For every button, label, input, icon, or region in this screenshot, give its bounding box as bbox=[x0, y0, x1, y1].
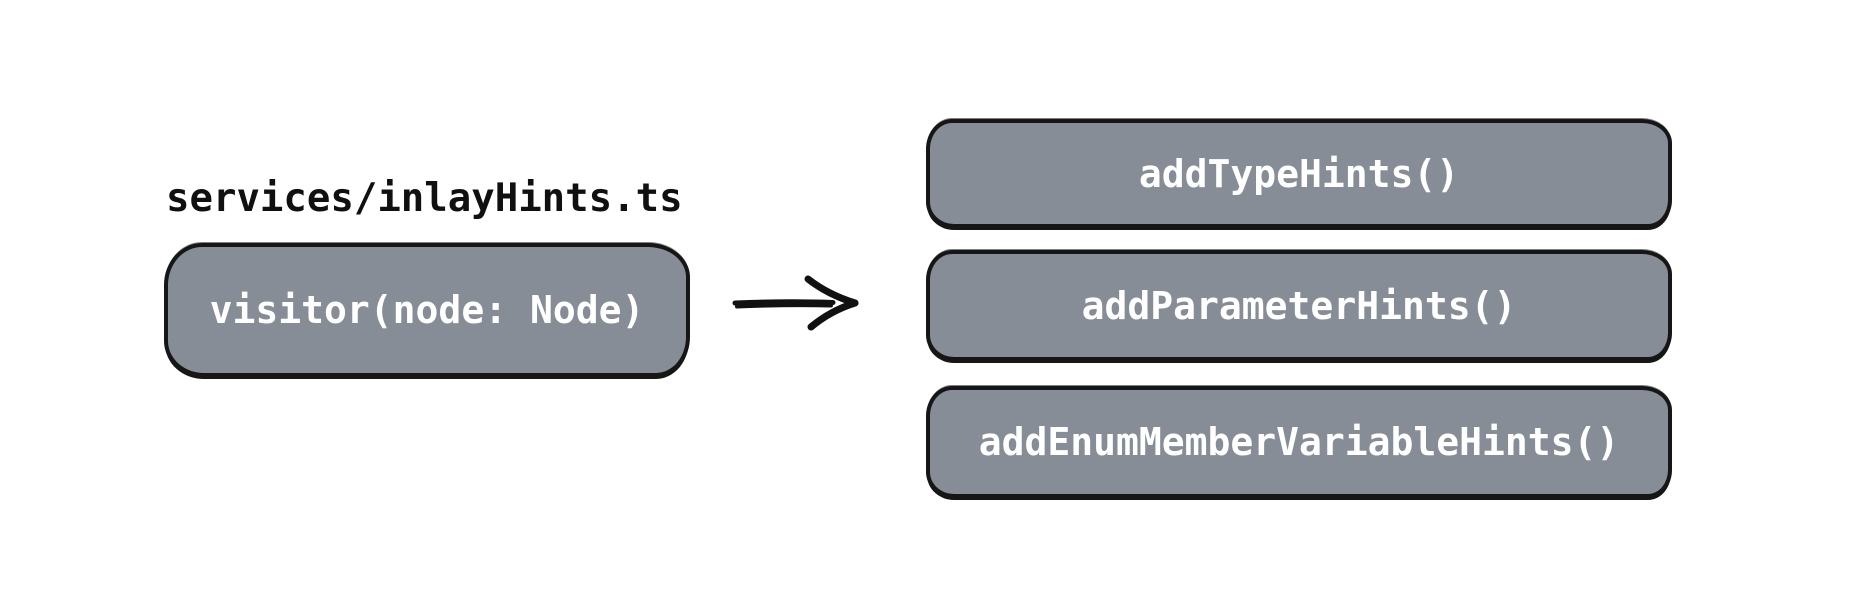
source-node-label: visitor(node: Node) bbox=[209, 288, 645, 332]
target-node-add-type-hints: addTypeHints() bbox=[926, 119, 1672, 228]
target-node-label: addParameterHints() bbox=[1081, 283, 1517, 328]
source-file-label: services/inlayHints.ts bbox=[166, 176, 683, 221]
source-node-visitor: visitor(node: Node) bbox=[164, 243, 690, 377]
right-arrow-icon bbox=[729, 272, 865, 334]
target-node-add-parameter-hints: addParameterHints() bbox=[926, 250, 1672, 361]
target-node-add-enum-member-variable-hints: addEnumMemberVariableHints() bbox=[926, 386, 1672, 498]
target-node-label: addTypeHints() bbox=[1138, 151, 1460, 196]
target-node-label: addEnumMemberVariableHints() bbox=[978, 420, 1620, 464]
